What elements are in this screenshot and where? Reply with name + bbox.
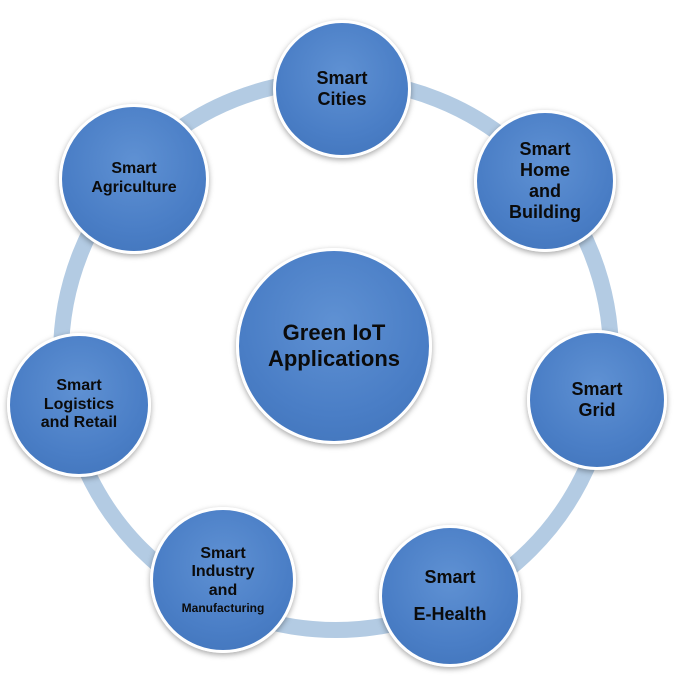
node-label: Cities xyxy=(317,89,367,109)
node-label: Smart xyxy=(200,544,246,562)
node-label: Grid xyxy=(578,400,616,420)
node-label: Smart xyxy=(519,138,571,159)
center-node-green-iot-applications: Green IoT Applications xyxy=(236,248,432,444)
node-label: Smart xyxy=(424,566,476,587)
node-smart-industry-and-manufacturing: Smart Industry and Manufacturing xyxy=(150,507,296,653)
node-label: E-Health xyxy=(413,604,487,624)
center-label-line1: Green IoT xyxy=(282,320,386,346)
node-label: Smart xyxy=(316,67,368,88)
node-label: Agriculture xyxy=(91,179,177,196)
node-label: and xyxy=(208,582,238,600)
node-label: Building xyxy=(509,202,581,223)
center-label-line2: Applications xyxy=(267,346,400,371)
node-smart-e-health: Smart E-Health xyxy=(379,525,521,667)
node-label: Industry xyxy=(191,563,255,581)
node-label: and Retail xyxy=(40,414,118,432)
node-label: Smart xyxy=(571,378,623,399)
node-smart-cities: Smart Cities xyxy=(273,20,411,158)
node-smart-home-and-building: Smart Home and Building xyxy=(474,110,616,252)
node-label: and xyxy=(528,181,561,201)
node-label: Manufacturing xyxy=(181,601,265,616)
node-smart-logistics-and-retail: Smart Logistics and Retail xyxy=(7,333,151,477)
node-label: Smart xyxy=(111,160,157,178)
node-label: Home xyxy=(519,159,570,180)
node-smart-agriculture: Smart Agriculture xyxy=(59,104,209,254)
node-label: Smart xyxy=(56,376,102,394)
node-smart-grid: Smart Grid xyxy=(527,330,667,470)
node-label: Logistics xyxy=(43,395,115,413)
